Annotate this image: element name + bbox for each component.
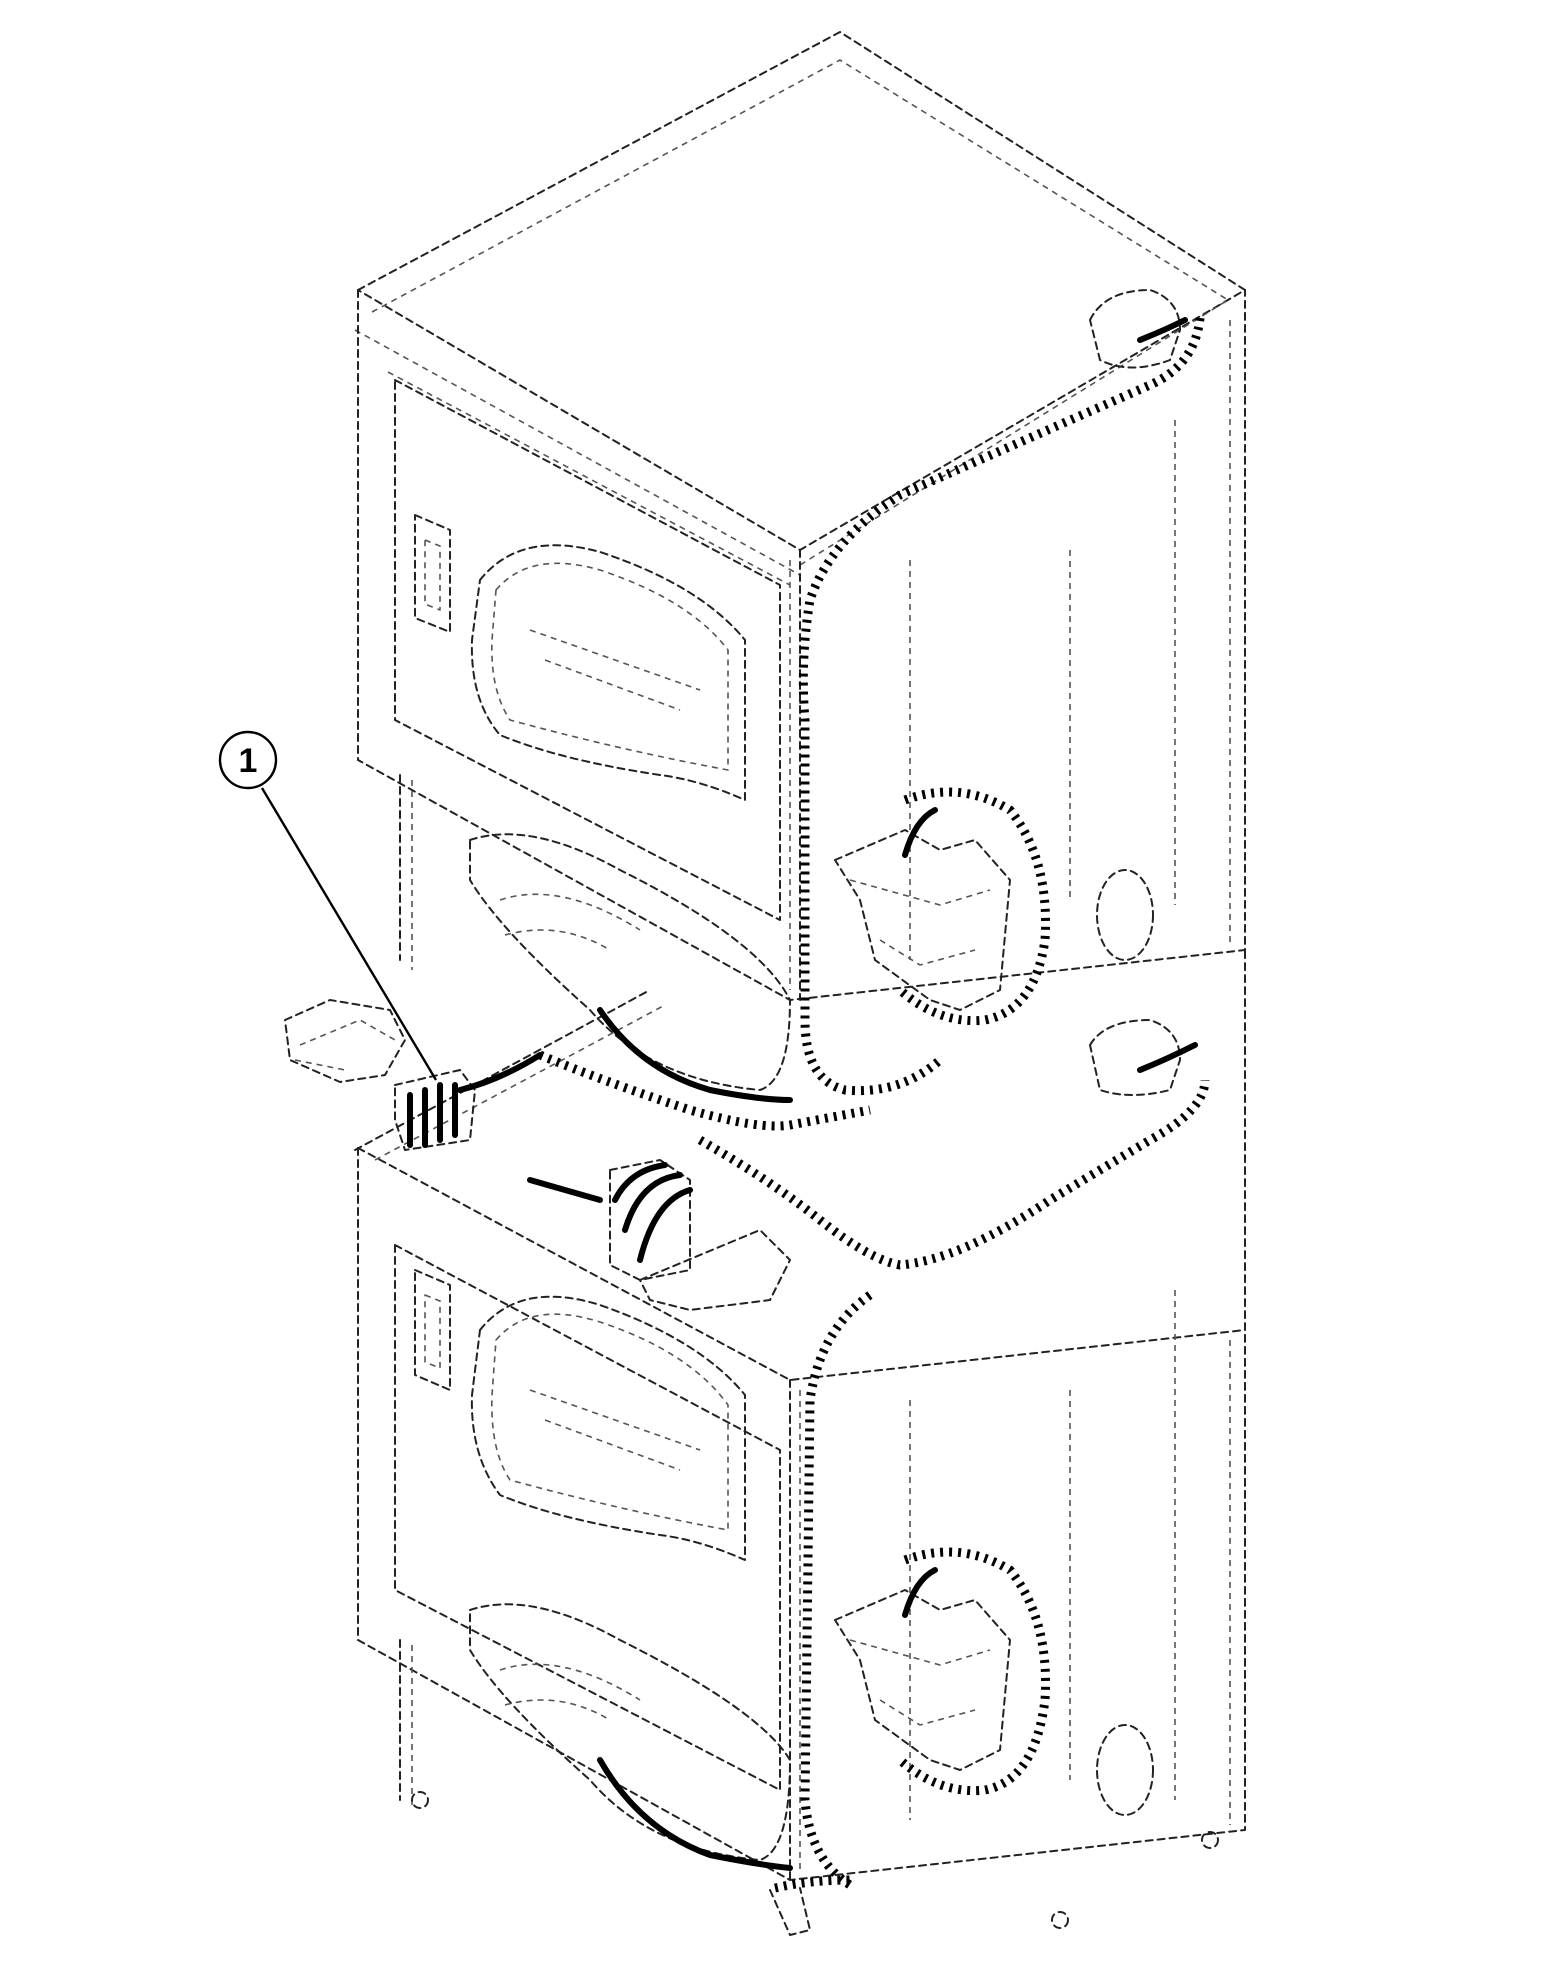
- lower-dryer-door-window: [470, 1295, 746, 1561]
- callout-1-number: 1: [239, 742, 258, 780]
- joint-connector: [1089, 1019, 1181, 1096]
- lower-dryer-drum-seal: [469, 1603, 791, 1861]
- lower-dryer-side-vent: [1096, 1724, 1154, 1816]
- lower-dryer-handle: [414, 1269, 451, 1391]
- lower-dryer-cabinet-outline: [357, 1147, 1246, 1881]
- callout-1-leader: [260, 787, 438, 1081]
- callout-1-circle: [218, 730, 278, 790]
- wire-harness-routes: [538, 317, 1210, 1893]
- center-harness: [609, 1159, 691, 1281]
- lower-dryer-motor: [834, 1589, 1011, 1771]
- lower-dryer-front-panel: [394, 1244, 781, 1791]
- upper-dryer-drum-seal: [469, 833, 791, 1091]
- lower-harness-route: [800, 1291, 873, 1889]
- joint-section: [284, 949, 1246, 1381]
- upper-dryer-motor: [834, 829, 1011, 1011]
- upper-dryer-side-vent: [1096, 869, 1154, 961]
- lower-drum-wire: [597, 1757, 793, 1871]
- callout-1: 1: [218, 730, 438, 1081]
- upper-dryer-door-window: [470, 544, 746, 801]
- upper-dryer-top-panel: [357, 31, 1246, 551]
- upper-dryer-cabinet-outline: [357, 289, 1246, 1001]
- joint-harness-route: [538, 1050, 871, 1131]
- left-bracket: [284, 999, 406, 1083]
- junction-block: [394, 1069, 476, 1151]
- upper-dryer: [354, 31, 1246, 1091]
- upper-drum-wire: [597, 1007, 793, 1103]
- lower-dryer: [357, 1147, 1246, 1881]
- upper-dryer-handle: [414, 514, 451, 633]
- upper-dryer-front-panel: [394, 379, 781, 921]
- upper-harness-route: [798, 317, 1205, 1096]
